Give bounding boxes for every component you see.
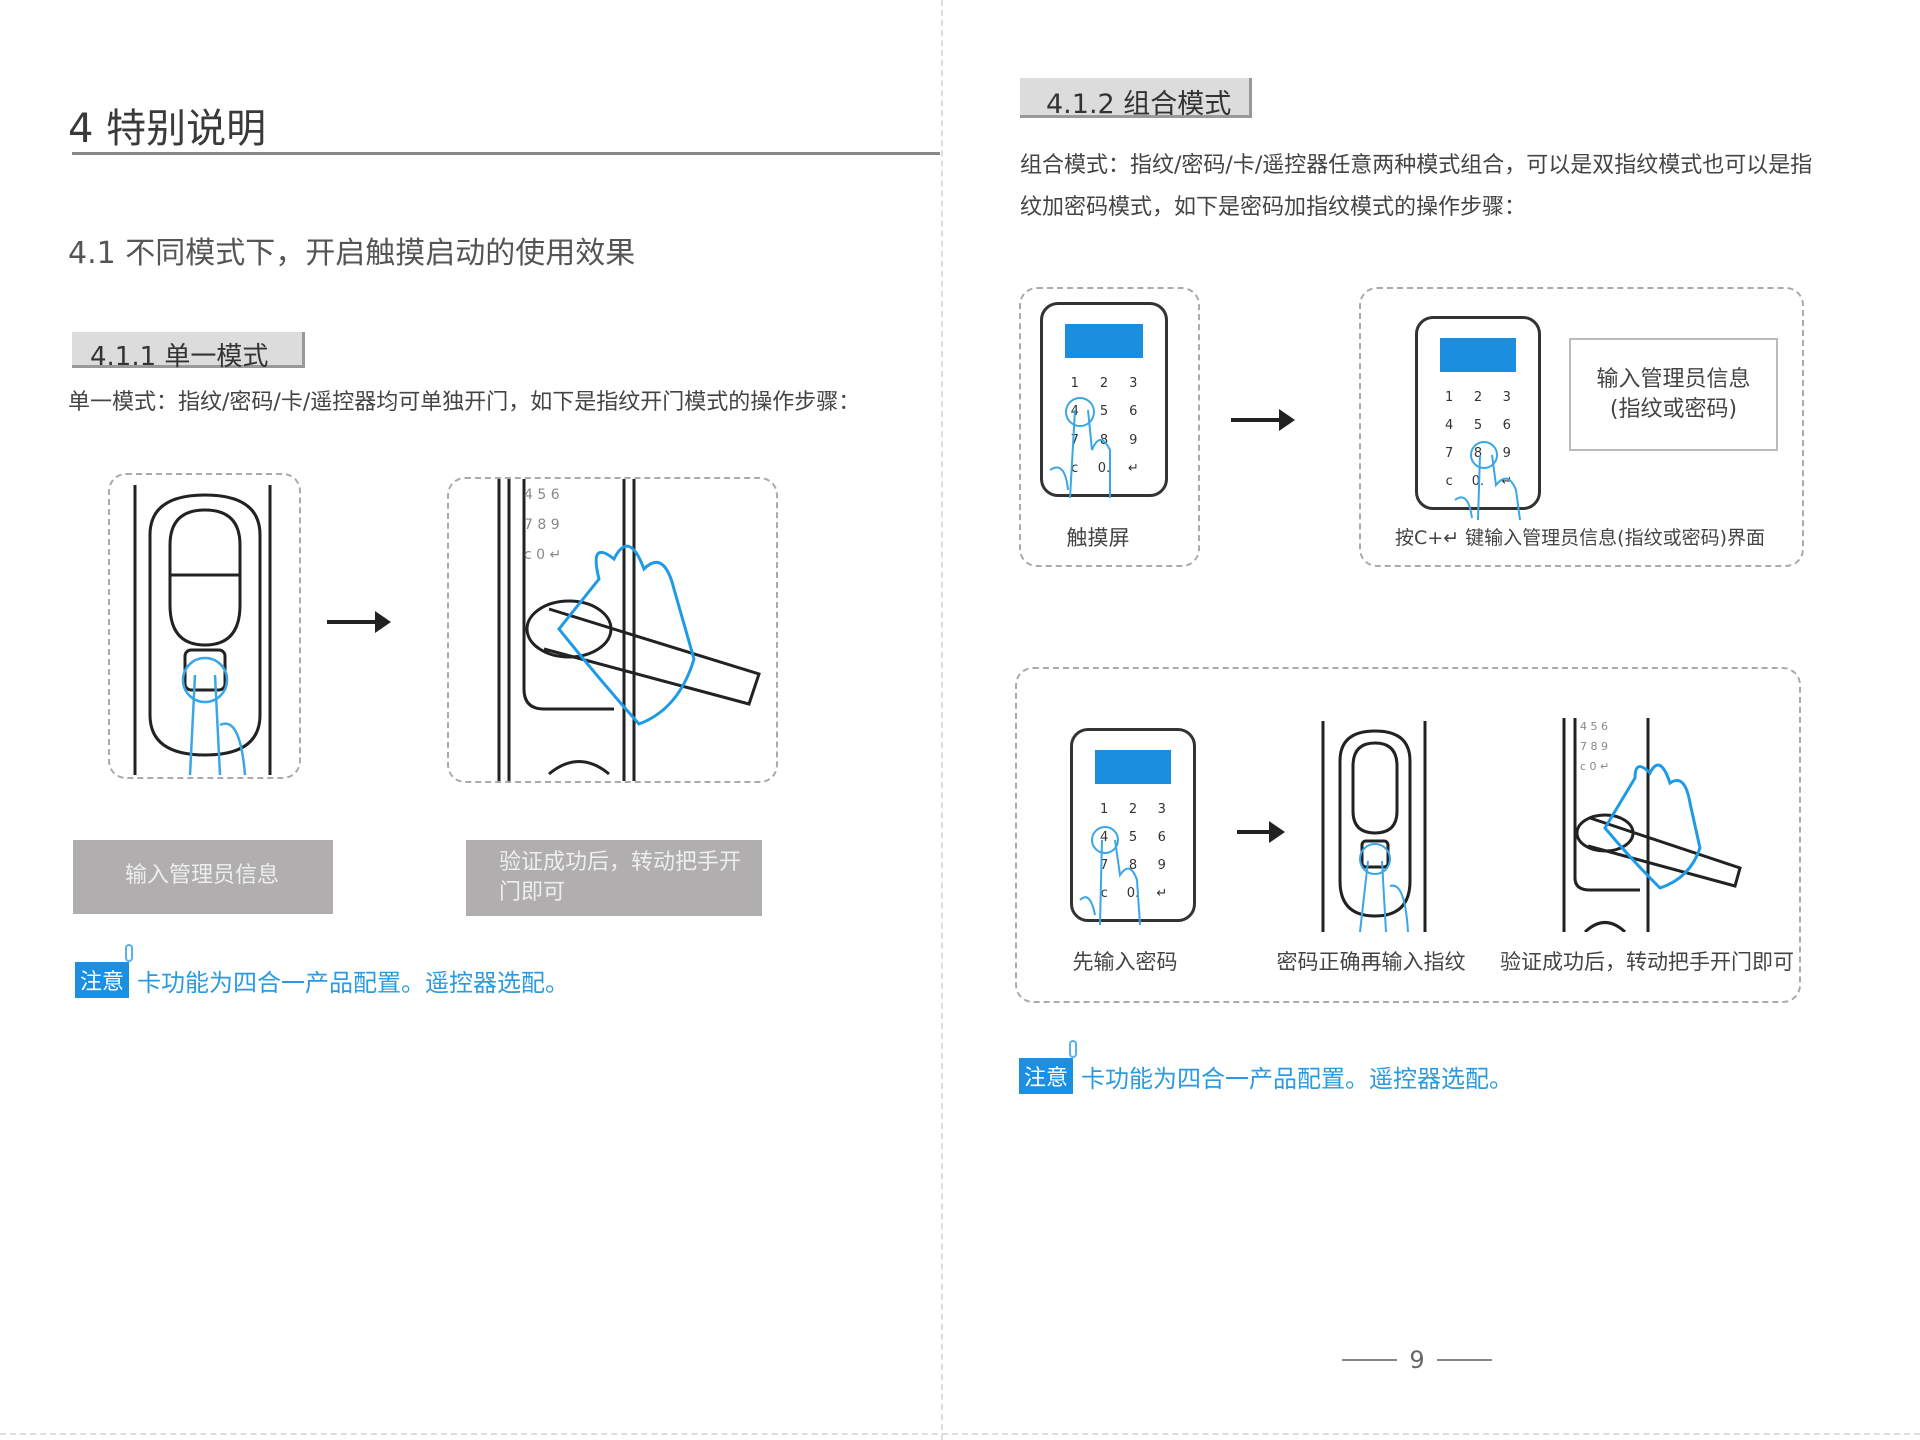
keypad-key: 6	[1157, 829, 1166, 845]
keypad-key: c	[1071, 460, 1079, 476]
bottom-border	[0, 1433, 1920, 1435]
fingerprint-lock-icon	[133, 485, 272, 776]
lock-keys-row1: 4 5 6	[1580, 720, 1608, 733]
svg-text:7 8 9: 7 8 9	[524, 517, 560, 533]
keypad-key: 8	[1128, 857, 1138, 873]
svg-text:7 8 9: 7 8 9	[1580, 740, 1608, 753]
note-badge-label: 注意	[1024, 1066, 1069, 1091]
note-text: 卡功能为四合一产品配置。遥控器选配。	[137, 968, 570, 997]
keypad-key: 4	[1070, 404, 1079, 420]
caption-touchscreen: 触摸屏	[1066, 526, 1130, 550]
keypad-key: 6	[1129, 404, 1138, 420]
step-box-admin-info: 输入管理员信息	[73, 840, 333, 914]
admin-info-box: 输入管理员信息 (指纹或密码)	[1569, 338, 1778, 451]
fingerprint-lock-icon	[1321, 721, 1427, 932]
keypad-screen	[1439, 337, 1517, 372]
page-number-text: 9	[1409, 1346, 1425, 1374]
title-rule	[72, 152, 940, 155]
keypad-password: 1 2 3 4 5 6 7 8 9 c 0. ↵	[1070, 728, 1196, 922]
page-number: 9	[1342, 1346, 1492, 1374]
pin-icon	[125, 944, 134, 962]
admin-info-line2: (指纹或密码)	[1609, 397, 1738, 422]
keypad-key: 0.	[1097, 460, 1111, 476]
admin-info-line1: 输入管理员信息	[1596, 367, 1751, 392]
keypad-key: 5	[1128, 829, 1138, 845]
keypad-key: c	[1445, 474, 1453, 490]
keypad-touchscreen: 1 2 3 4 5 6 7 8 9 c 0. ↵	[1040, 302, 1168, 497]
keypad-screen	[1094, 749, 1172, 784]
keypad-key: 5	[1099, 404, 1109, 420]
note-right: 注意 卡功能为四合一产品配置。遥控器选配。	[1019, 1040, 1514, 1094]
keypad-key: 8	[1099, 432, 1109, 448]
fingerprint-lock-illustration	[108, 473, 301, 779]
keypad-key: 9	[1502, 445, 1511, 461]
keypad-key: 0.	[1126, 886, 1140, 902]
subsection-label-combo: 4.1.2 组合模式	[1020, 78, 1252, 120]
note-badge: 注意	[75, 944, 134, 998]
keypad-key: 2	[1473, 389, 1483, 405]
keypad-key: 1	[1445, 389, 1454, 405]
svg-text:c 0 ↵: c 0 ↵	[1580, 760, 1609, 773]
keypad-key: 7	[1445, 445, 1454, 461]
page-number-rule	[1342, 1359, 1398, 1361]
chapter-title: 4 特别说明	[68, 106, 267, 152]
keypad-key: 3	[1157, 801, 1166, 817]
page-number-rule	[1436, 1359, 1492, 1361]
combo-steps-panel	[1015, 667, 1801, 1003]
keypad-key: c	[1100, 886, 1108, 902]
keypad-screen	[1064, 323, 1144, 358]
admin-entry-panel	[1359, 287, 1804, 567]
keypad-key: 3	[1502, 389, 1511, 405]
keypad-key: 7	[1100, 857, 1109, 873]
svg-text:c 0 ↵: c 0 ↵	[524, 547, 561, 563]
subsection-label-single: 4.1.1 单一模式	[72, 332, 305, 372]
single-mode-description: 单一模式：指纹/密码/卡/遥控器均可单独开门，如下是指纹开门模式的操作步骤：	[68, 390, 861, 415]
pin-icon	[1069, 1040, 1078, 1058]
turn-handle-illustration: 4 5 6 7 8 9 c 0 ↵	[447, 477, 778, 783]
keypad-key: ↵	[1127, 460, 1139, 476]
section-heading: 4.1 不同模式下，开启触摸启动的使用效果	[68, 236, 636, 271]
arrow-right-icon	[1237, 821, 1285, 843]
keypad-key: 4	[1100, 829, 1109, 845]
caption-step-turn-handle: 验证成功后，转动把手开门即可	[1500, 950, 1794, 974]
caption-step-password: 先输入密码	[1072, 950, 1178, 974]
keypad-key: 1	[1070, 375, 1079, 391]
keypad-key: 9	[1129, 432, 1138, 448]
keypad-key: 6	[1502, 417, 1511, 433]
door-handle-icon: 4 5 6 7 8 9 c 0 ↵	[497, 479, 761, 781]
keypad-key: 0.	[1471, 474, 1485, 490]
keypad-key: 1	[1100, 801, 1109, 817]
note-badge: 注意	[1019, 1040, 1078, 1094]
keypad-key: ↵	[1501, 474, 1513, 490]
keypad-key: ↵	[1156, 886, 1168, 902]
keypad-admin: 1 2 3 4 5 6 7 8 9 c 0. ↵	[1415, 316, 1541, 510]
keypad-key: 2	[1099, 375, 1109, 391]
keypad-key: 2	[1128, 801, 1138, 817]
keypad-key: 9	[1157, 857, 1166, 873]
caption-admin-entry: 按C+↵ 键输入管理员信息(指纹或密码)界面	[1395, 527, 1765, 549]
note-text: 卡功能为四合一产品配置。遥控器选配。	[1081, 1064, 1514, 1093]
note-left: 注意 卡功能为四合一产品配置。遥控器选配。	[75, 944, 570, 998]
keypad-key: 5	[1473, 417, 1483, 433]
touchscreen-panel	[1019, 287, 1200, 567]
keypad-key: 7	[1070, 432, 1079, 448]
arrow-right-icon	[1231, 409, 1295, 431]
arrow-right-icon	[327, 611, 391, 633]
svg-text:4 5 6: 4 5 6	[524, 487, 560, 503]
keypad-key: 3	[1129, 375, 1138, 391]
caption-step-fingerprint: 密码正确再输入指纹	[1276, 950, 1466, 974]
step-box-turn-handle: 验证成功后，转动把手开门即可	[466, 840, 762, 916]
keypad-key: 8	[1473, 445, 1483, 461]
keypad-key: 4	[1445, 417, 1454, 433]
combo-mode-description: 组合模式：指纹/密码/卡/遥控器任意两种模式组合，可以是双指纹模式也可以是指纹加…	[1020, 153, 1813, 220]
note-badge-label: 注意	[80, 970, 125, 995]
door-handle-icon: 4 5 6 7 8 9 c 0 ↵	[1562, 718, 1742, 932]
page-divider	[941, 0, 943, 1440]
